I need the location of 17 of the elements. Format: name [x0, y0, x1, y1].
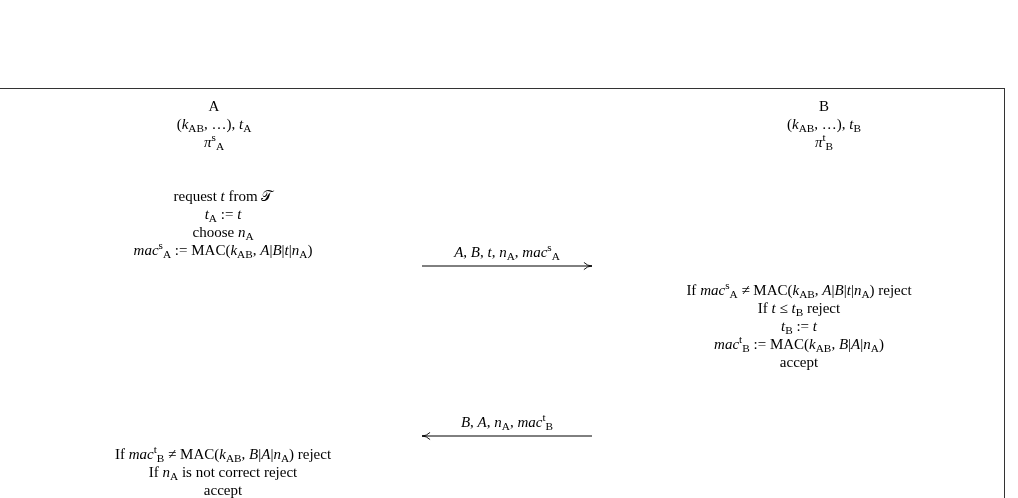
protocol-step-text: accept: [203, 481, 243, 498]
protocol-step-text: t$_{A}$ := t: [204, 205, 242, 223]
protocol-step-text: If mac$^{s}$$_{A}$ ≠ MAC(k$_{AB}$, A|B|t|n$_{A}$) reject: [686, 281, 912, 299]
protocol-step-text: A: [208, 97, 220, 115]
protocol-step-text: t$_{B}$ := t: [781, 317, 817, 335]
protocol-frame: [0, 88, 1005, 498]
protocol-step-text: request t from 𝒯: [173, 187, 273, 205]
protocol-step-text: accept: [779, 353, 819, 371]
protocol-step-text: mac$^{t}$$_{B}$ := MAC(k$_{AB}$, B|A|n$_{A}$): [714, 335, 884, 353]
protocol-step-text: mac$^{s}$$_{A}$ := MAC(k$_{AB}$, A|B|t|n$_{A}$): [133, 241, 313, 259]
protocol-step-text: (k$_{AB}$, …), t$_{A}$: [176, 115, 252, 133]
protocol-step-text: (k$_{AB}$, …), t$_{B}$: [787, 115, 861, 133]
protocol-step-text: If t ≤ t$_{B}$ reject: [757, 299, 841, 317]
protocol-step-text: If n$_{A}$ is not correct reject: [148, 463, 298, 481]
protocol-step-text: choose n$_{A}$: [192, 223, 254, 241]
protocol-step-text: If mac$^{t}$$_{B}$ ≠ MAC(k$_{AB}$, B|A|n$_{A}$) reject: [114, 445, 332, 463]
protocol-step-text: B: [819, 97, 829, 115]
